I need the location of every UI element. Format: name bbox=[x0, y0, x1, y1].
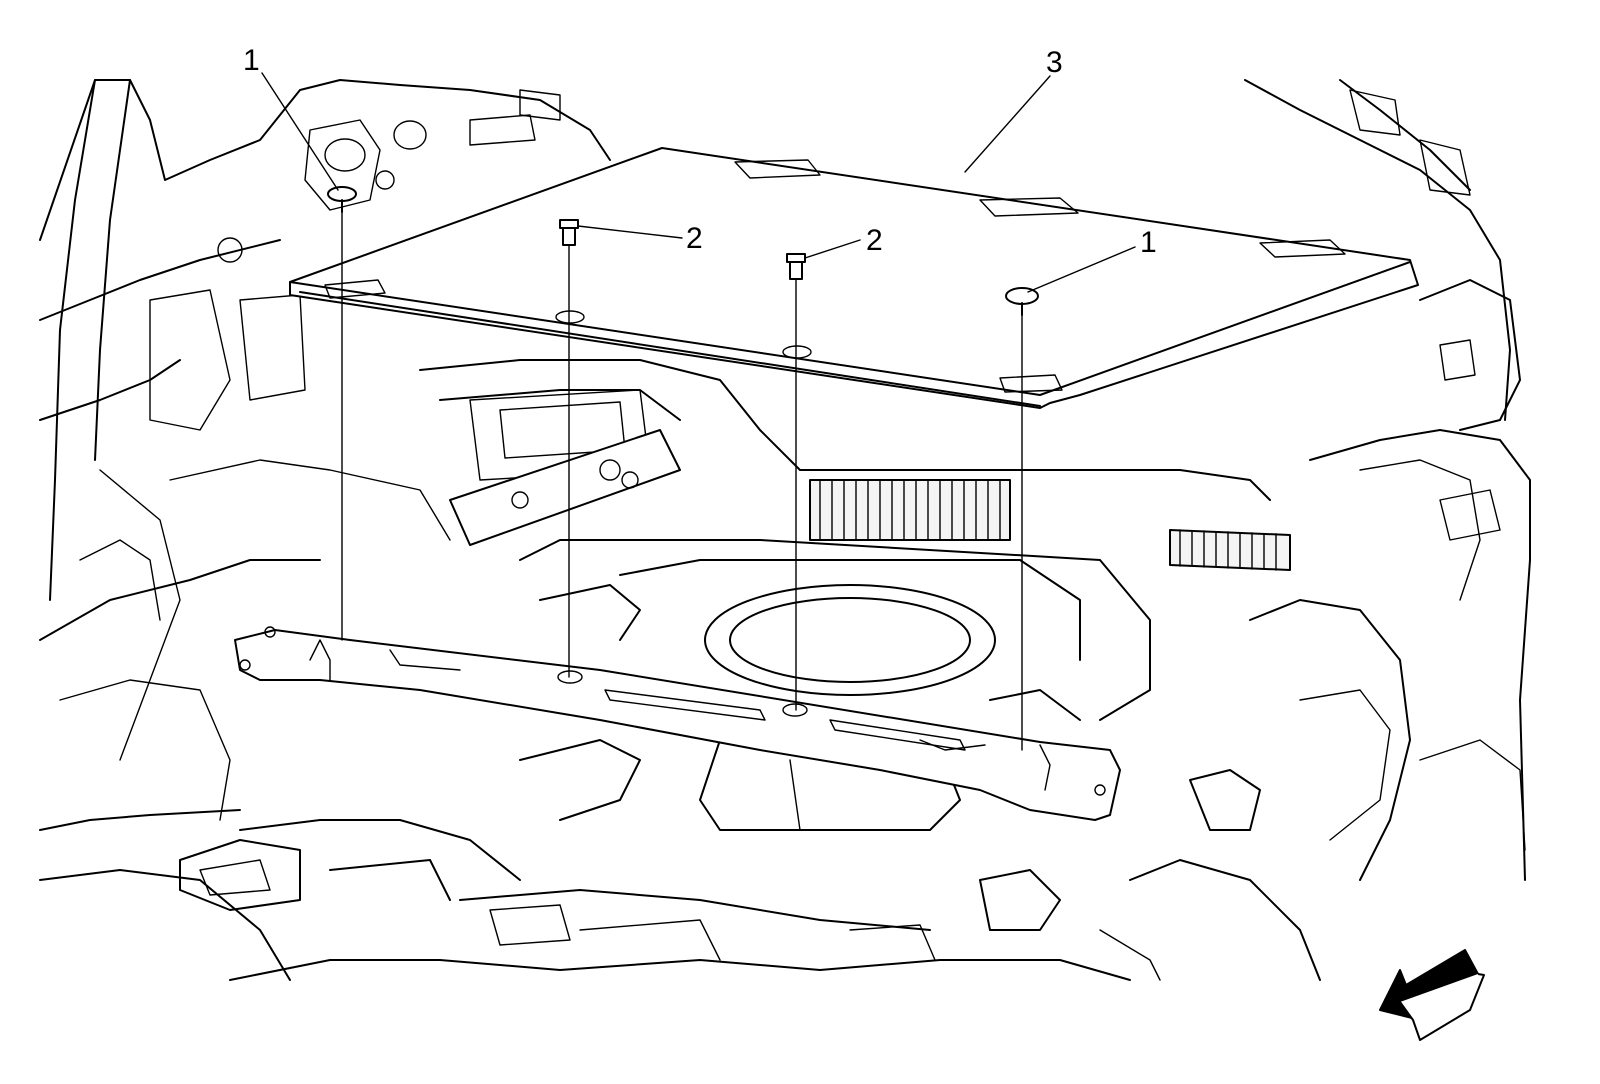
callout-label-panel: 3 bbox=[1046, 46, 1063, 79]
callout-label-left-push-pin: 1 bbox=[243, 44, 260, 77]
left-push-pin-icon bbox=[327, 186, 357, 641]
right-screw-icon bbox=[786, 253, 806, 711]
callout-label-right-push-pin: 1 bbox=[1140, 226, 1157, 259]
callout-label-right-screw: 2 bbox=[866, 224, 883, 257]
rear-compartment-panel bbox=[289, 147, 1419, 409]
callouts: 1 1 2 2 3 bbox=[243, 44, 1157, 293]
vehicle-body-structure bbox=[39, 79, 1531, 981]
callout-label-left-screw: 2 bbox=[686, 222, 703, 255]
trunk-floor-cross-panel bbox=[234, 626, 1121, 821]
view-direction-arrow-icon bbox=[1379, 949, 1485, 1041]
fasteners bbox=[327, 186, 1039, 751]
right-push-pin-icon bbox=[1005, 287, 1039, 751]
left-screw-icon bbox=[559, 219, 579, 678]
